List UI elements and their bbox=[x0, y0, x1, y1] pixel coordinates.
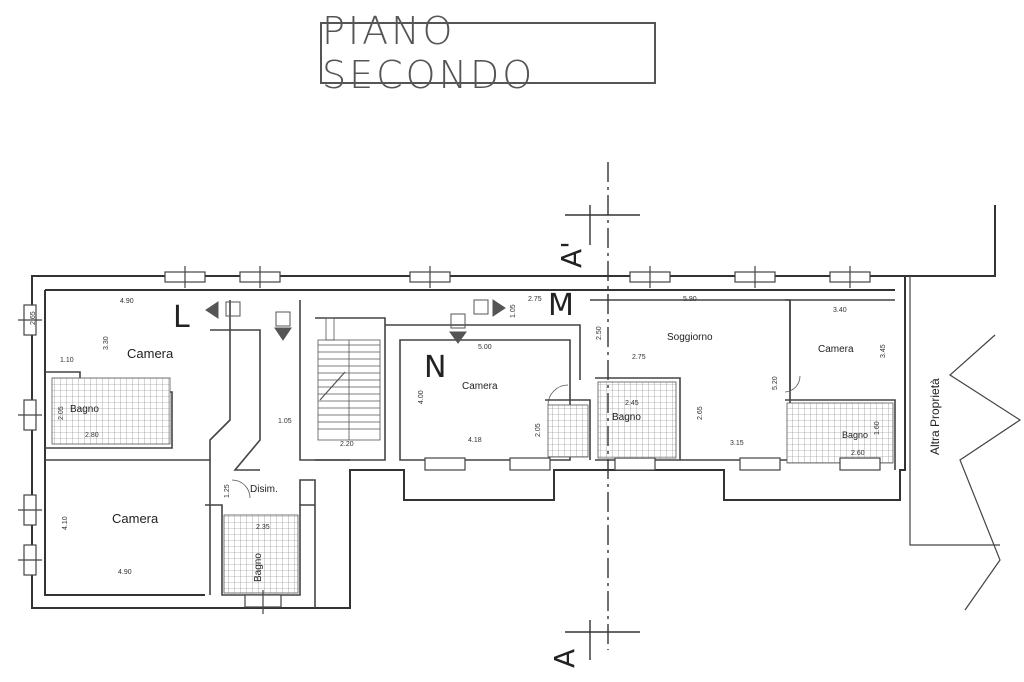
unit-letter-l: L bbox=[173, 300, 190, 335]
dim-label: 2.20 bbox=[340, 441, 354, 448]
dim-label: 2.60 bbox=[851, 450, 865, 457]
dim-label: 4.10 bbox=[62, 516, 69, 530]
page-title: PIANO SECONDO bbox=[322, 9, 536, 97]
staircase bbox=[317, 317, 381, 441]
unit-letter-m: M bbox=[548, 288, 574, 323]
dim-label: 3.30 bbox=[103, 336, 110, 350]
dim-label: 2.45 bbox=[625, 400, 639, 407]
windows bbox=[18, 266, 881, 614]
room-camera-top-left: Camera bbox=[127, 346, 174, 361]
dim-label: 5.90 bbox=[683, 296, 697, 303]
dim-label: 3.15 bbox=[730, 440, 744, 447]
dim-label: 2.75 bbox=[632, 354, 646, 361]
dim-label: 2.65 bbox=[30, 311, 37, 325]
dim-label: 3.45 bbox=[880, 344, 887, 358]
doors bbox=[231, 375, 801, 499]
room-bagno-right-center: Bagno bbox=[612, 412, 641, 423]
dim-label: 2.75 bbox=[528, 296, 542, 303]
room-disim: Disim. bbox=[250, 484, 278, 495]
dim-label: 5.00 bbox=[478, 344, 492, 351]
inner-walls bbox=[45, 299, 896, 608]
dim-label: 2.05 bbox=[58, 406, 65, 420]
dim-label: 1.25 bbox=[224, 484, 231, 498]
dim-label: 1.10 bbox=[60, 357, 74, 364]
dim-label: 2.80 bbox=[85, 432, 99, 439]
dim-label: 2.65 bbox=[697, 406, 704, 420]
section-mark-top: A' bbox=[555, 241, 588, 268]
dim-label: 1.60 bbox=[874, 421, 881, 435]
dim-label: 4.90 bbox=[120, 298, 134, 305]
dim-label: 4.18 bbox=[468, 437, 482, 444]
room-bagno-right: Bagno bbox=[842, 430, 869, 440]
dim-label: 4.00 bbox=[418, 390, 425, 404]
section-line bbox=[565, 162, 640, 660]
title-box: PIANO SECONDO bbox=[320, 9, 656, 97]
dim-label: 2.05 bbox=[535, 423, 542, 437]
room-camera-center: Camera bbox=[462, 381, 498, 392]
dim-label: 1.05 bbox=[510, 304, 517, 318]
unit-letter-n: N bbox=[424, 350, 447, 385]
room-soggiorno: Soggiorno bbox=[667, 332, 713, 343]
dim-label: 5.20 bbox=[772, 376, 779, 390]
neighbor-boundary bbox=[909, 276, 1022, 611]
room-camera-right: Camera bbox=[818, 344, 854, 355]
room-bagno-center: Bagno bbox=[253, 553, 264, 582]
room-bagno-left: Bagno bbox=[70, 404, 99, 415]
dim-label: 2.35 bbox=[256, 524, 270, 531]
room-camera-bottom-left: Camera bbox=[112, 511, 159, 526]
dim-label: 3.40 bbox=[833, 307, 847, 314]
dim-label: 2.50 bbox=[596, 326, 603, 340]
outer-walls bbox=[31, 205, 996, 609]
entrance-arrows bbox=[205, 299, 506, 344]
dim-label: 4.90 bbox=[118, 569, 132, 576]
section-mark-bottom: A bbox=[548, 648, 581, 668]
neighbor-label: Altra Proprietà bbox=[928, 378, 942, 455]
bathroom-tiles bbox=[51, 377, 894, 594]
dim-label: 1.05 bbox=[278, 418, 292, 425]
